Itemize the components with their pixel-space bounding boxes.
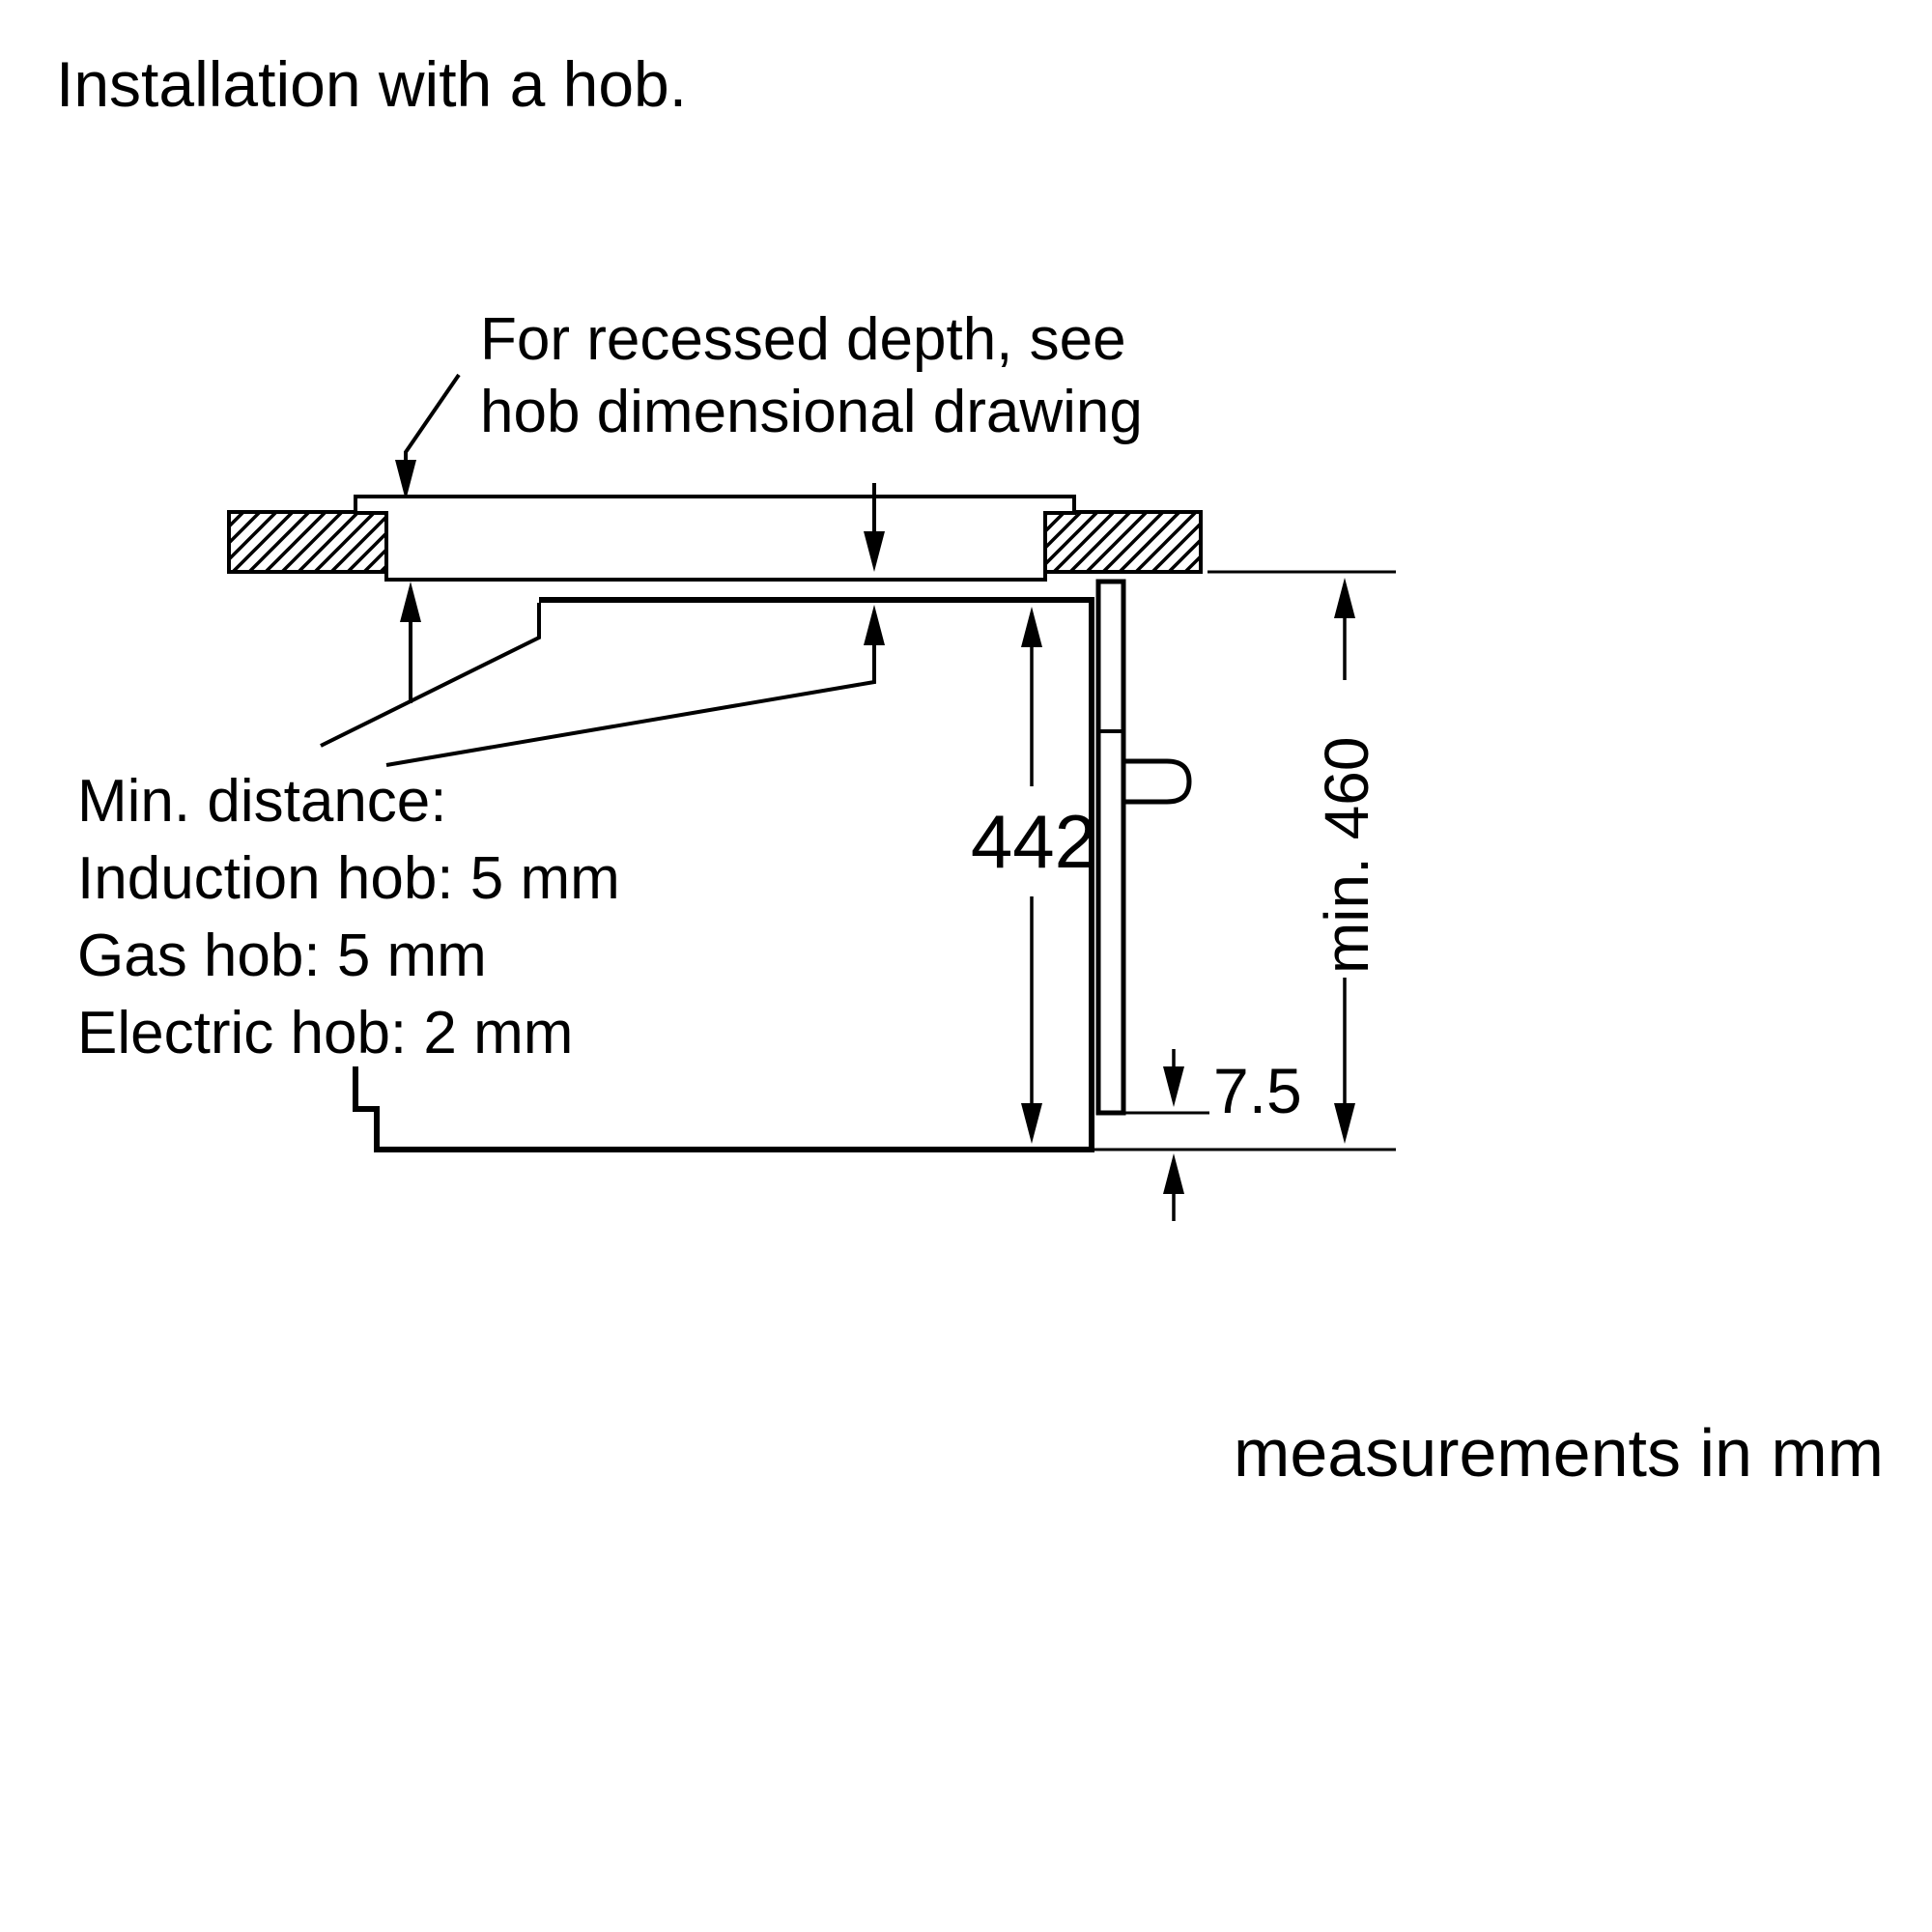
measurements-note: measurements in mm (1234, 1415, 1884, 1491)
annotation-arrow-down-icon (395, 460, 416, 500)
oven-door-panel (1095, 579, 1126, 1116)
annotation-line1: For recessed depth, see (480, 306, 1126, 373)
recessed-depth-arrow (864, 483, 885, 572)
worktop-section (227, 510, 1203, 574)
min-distance-text: Min. distance: Induction hob: 5 mm Gas h… (77, 768, 620, 1066)
min-distance-induction: Induction hob: 5 mm (77, 845, 620, 912)
dim-442-arrow-up-icon (1021, 607, 1042, 647)
min-distance-arrow-right-up-icon (864, 605, 885, 645)
oven-door (1095, 579, 1192, 1116)
min-distance-electric: Electric hob: 2 mm (77, 1000, 573, 1066)
dim-75-label: 7.5 (1213, 1055, 1302, 1126)
oven-outline (353, 597, 1094, 1152)
min-distance-leader-right (385, 645, 876, 767)
dim-75-arrow-down-icon (1163, 1066, 1184, 1107)
oven-bottom-left-step (353, 1066, 380, 1152)
annotation-line2: hob dimensional drawing (480, 379, 1143, 445)
min-distance-arrow-left-up-icon (400, 582, 421, 622)
min-distance-heading: Min. distance: (77, 768, 447, 835)
dim-442-label: 442 (971, 799, 1096, 884)
dimension-442: 442 (971, 607, 1096, 1144)
hob-cross-section (354, 495, 1076, 582)
dim-75-arrow-up-icon (1163, 1153, 1184, 1194)
oven-knob (1121, 758, 1192, 805)
dim-460-label: min. 460 (1312, 737, 1381, 974)
dimension-min-460: min. 460 (1092, 570, 1396, 1151)
annotation-leader-line (404, 373, 461, 464)
page-title: Installation with a hob. (56, 48, 687, 120)
min-distance-leaders (320, 582, 885, 767)
min-distance-leader-left (320, 603, 541, 748)
min-distance-gas: Gas hob: 5 mm (77, 923, 487, 989)
dim-460-arrow-up-icon (1334, 578, 1355, 618)
recessed-depth-annotation: For recessed depth, see hob dimensional … (395, 306, 1143, 500)
recess-arrow-down-icon (864, 531, 885, 572)
dim-460-arrow-down-icon (1334, 1103, 1355, 1144)
dim-442-arrow-down-icon (1021, 1103, 1042, 1144)
worktop-right-hatched (1043, 510, 1203, 574)
worktop-left-hatched (227, 510, 388, 574)
dimension-7-5: 7.5 (1123, 1049, 1302, 1221)
